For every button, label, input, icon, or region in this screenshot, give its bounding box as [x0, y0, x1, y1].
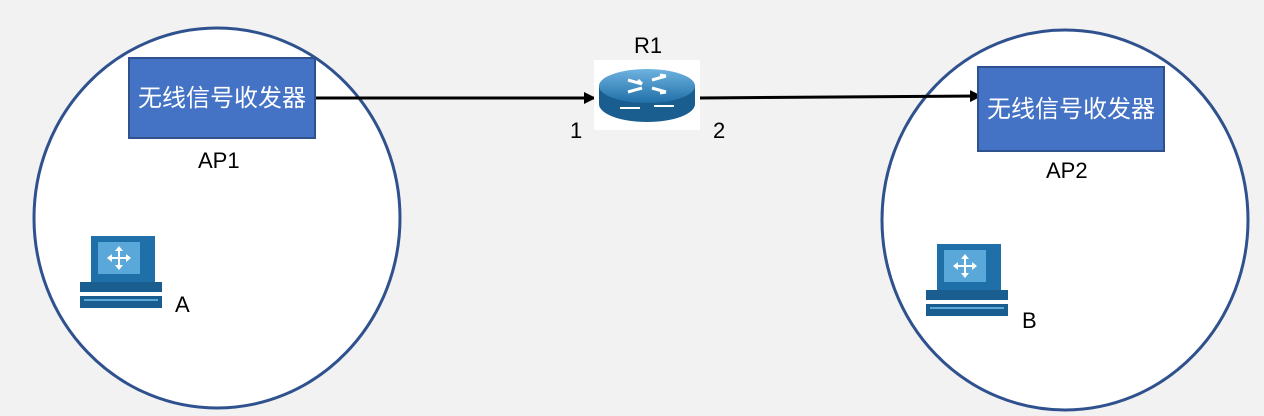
- ap1-transceiver-box: 无线信号收发器: [128, 57, 316, 139]
- workstation-icon: [80, 236, 162, 308]
- host-b-label: B: [1022, 308, 1037, 333]
- ap2-label: AP2: [1046, 158, 1088, 183]
- link-r1-to-ap2: [699, 90, 982, 103]
- router-port-1-label: 1: [570, 118, 583, 143]
- host-a-label: A: [175, 292, 190, 317]
- router-label: R1: [634, 33, 663, 58]
- ap1-label: AP1: [198, 148, 240, 173]
- ap2-box-text: 无线信号收发器: [987, 95, 1155, 123]
- ap2-transceiver-box: 无线信号收发器: [977, 66, 1165, 152]
- ap1-box-text: 无线信号收发器: [138, 84, 306, 112]
- router-icon: [594, 60, 700, 130]
- workstation-icon: [926, 244, 1008, 316]
- router-port-2-label: 2: [713, 118, 726, 143]
